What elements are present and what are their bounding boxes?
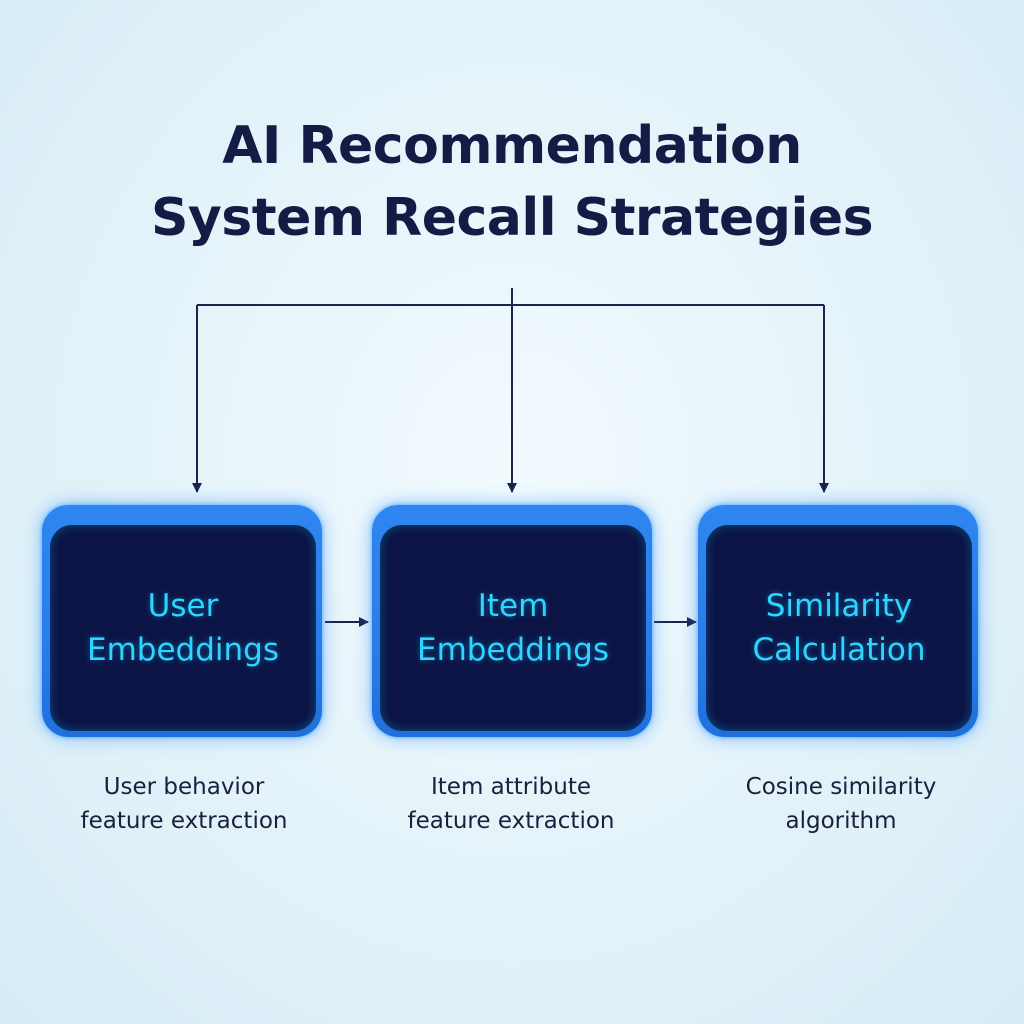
item-embeddings-node: Item Embeddings bbox=[372, 505, 652, 737]
similarity-calculation-box: Similarity Calculation bbox=[706, 525, 972, 731]
similarity-calculation-caption: Cosine similarity algorithm bbox=[691, 770, 991, 838]
similarity-calculation-node: Similarity Calculation bbox=[698, 505, 978, 737]
similarity-calculation-caption-line-2: algorithm bbox=[785, 808, 897, 834]
user-embeddings-caption-line-2: feature extraction bbox=[80, 808, 288, 834]
user-embeddings-node: User Embeddings bbox=[42, 505, 322, 737]
user-embeddings-label-line-2: Embeddings bbox=[87, 632, 279, 668]
item-embeddings-label-line-2: Embeddings bbox=[417, 632, 609, 668]
similarity-calculation-caption-line-1: Cosine similarity bbox=[745, 774, 937, 800]
user-embeddings-box: User Embeddings bbox=[50, 525, 316, 731]
item-embeddings-label-line-1: Item bbox=[477, 588, 549, 624]
item-embeddings-caption-line-1: Item attribute bbox=[431, 774, 591, 800]
item-embeddings-box: Item Embeddings bbox=[380, 525, 646, 731]
user-embeddings-caption: User behavior feature extraction bbox=[34, 770, 334, 838]
item-embeddings-caption-line-2: feature extraction bbox=[407, 808, 615, 834]
similarity-calculation-label-line-1: Similarity bbox=[765, 588, 913, 624]
diagram-title-line-2: System Recall Strategies bbox=[150, 188, 874, 248]
similarity-calculation-label-line-2: Calculation bbox=[752, 632, 926, 668]
user-embeddings-label-line-1: User bbox=[147, 588, 219, 624]
user-embeddings-caption-line-1: User behavior bbox=[103, 774, 265, 800]
diagram-title-line-1: AI Recommendation bbox=[222, 116, 802, 176]
diagram-title: AI Recommendation System Recall Strategi… bbox=[0, 110, 1024, 254]
item-embeddings-caption: Item attribute feature extraction bbox=[361, 770, 661, 838]
